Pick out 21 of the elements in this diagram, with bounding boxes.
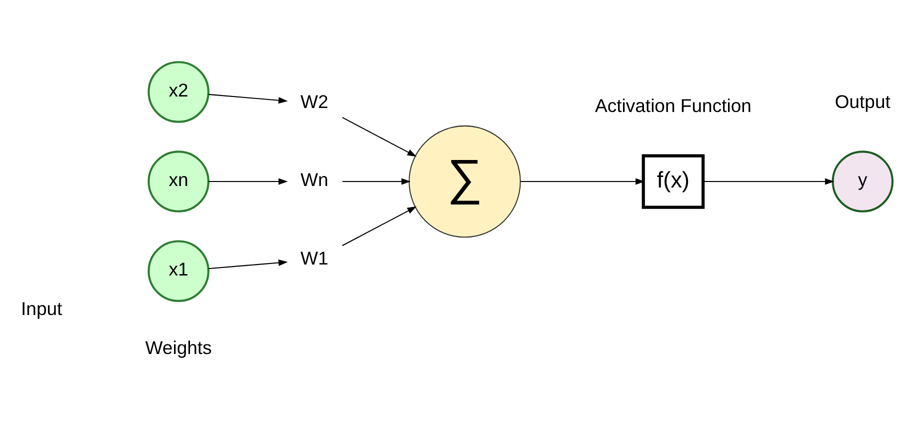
arrow	[342, 206, 417, 246]
arrow	[342, 178, 411, 184]
node-box: f(x)	[642, 154, 705, 208]
node-label: Activation Function	[595, 94, 752, 116]
label: Weights	[145, 336, 212, 358]
arrow	[208, 93, 288, 104]
arrow	[208, 178, 288, 184]
arrow	[208, 259, 288, 269]
arrow	[520, 178, 645, 184]
node-label: Output	[834, 90, 890, 112]
node-circle: x2	[148, 60, 210, 122]
node-text: Wn	[300, 168, 328, 190]
node-text: W1	[300, 246, 328, 268]
arrow	[342, 116, 417, 156]
node-circle: ∑	[408, 124, 521, 238]
node-text: W2	[300, 90, 328, 112]
node-circle: x1	[148, 240, 210, 302]
node-circle: xn	[148, 150, 210, 212]
arrow	[703, 178, 834, 184]
label: Input	[21, 297, 62, 318]
node-circle: y	[832, 150, 894, 212]
